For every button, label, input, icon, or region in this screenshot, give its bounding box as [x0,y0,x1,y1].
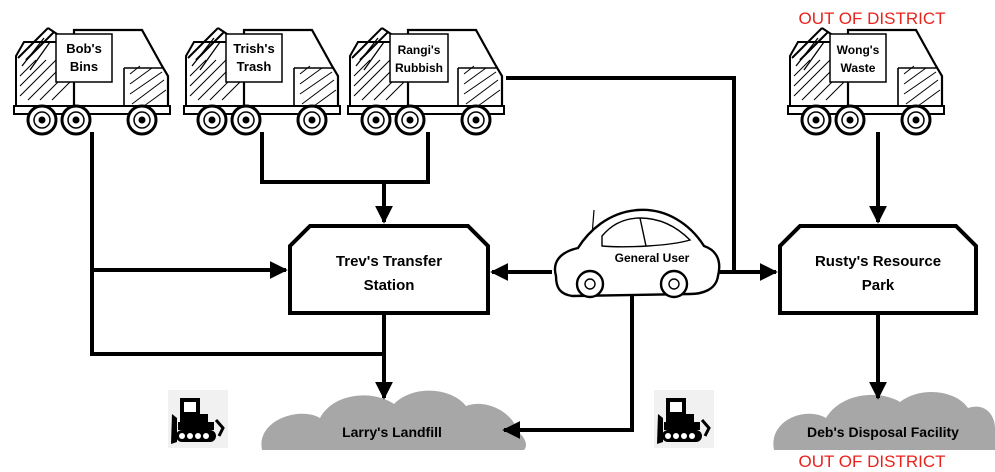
general-user-car: General User [553,208,721,299]
flow-connectors [90,76,887,439]
out-of-district-label-bottom: OUT OF DISTRICT [798,452,945,471]
disposal-facility-label: Deb's Disposal Facility [807,424,959,440]
resource-park-line1: Rusty's Resource [815,253,941,270]
truck-label-line1: Bob's [66,41,102,56]
truck-label-line1: Trish's [233,41,274,56]
truck-label-line1: Wong's [837,43,880,57]
truck-label-line2: Rubbish [395,61,443,75]
truck-label-line2: Waste [841,61,876,75]
resource-park-node: Rusty's Resource Park [778,224,978,315]
truck-bobs-bins: Bob's Bins [12,26,172,136]
truck-label-line2: Trash [237,59,272,74]
resource-park-line2: Park [862,277,895,294]
bulldozer-icon [652,388,716,450]
truck-label-line2: Bins [70,59,98,74]
truck-trishs-trash: Trish's Trash [182,26,342,136]
disposal-facility-cloud: Deb's Disposal Facility [773,391,995,450]
flow-trish-rangi-merge [260,132,430,184]
general-user-label: General User [615,251,690,265]
landfill-cloud: Larry's Landfill [261,390,526,450]
truck-rangis-rubbish: Rangi's Rubbish [346,26,506,136]
bulldozer-icon [166,388,230,450]
landfill-label: Larry's Landfill [342,424,442,440]
flow-user-to-landfill-arrow [502,296,634,439]
out-of-district-label-top: OUT OF DISTRICT [798,9,945,28]
flow-bobs-to-landfill-path [90,132,384,356]
transfer-station-node: Trev's Transfer Station [288,224,490,315]
truck-label-line1: Rangi's [398,43,441,57]
truck-wongs-waste: Wong's Waste [786,26,946,136]
transfer-station-line1: Trev's Transfer [336,253,442,270]
flow-rangis-to-resource-arrow [506,76,778,281]
transfer-station-line2: Station [364,277,415,294]
